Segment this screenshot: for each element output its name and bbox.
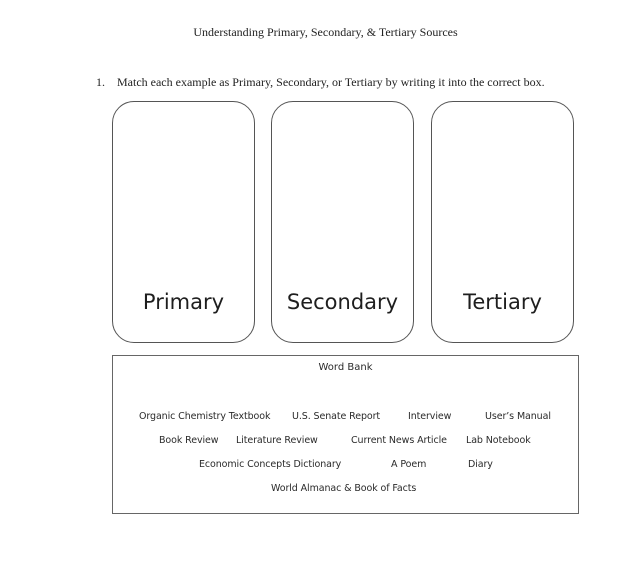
primary-label: Primary bbox=[142, 290, 225, 314]
secondary-label: Secondary bbox=[286, 290, 399, 314]
word-item: Organic Chemistry Textbook bbox=[139, 411, 271, 422]
question-1: 1. Match each example as Primary, Second… bbox=[96, 75, 545, 90]
word-item: World Almanac & Book of Facts bbox=[271, 483, 417, 494]
word-item: Economic Concepts Dictionary bbox=[199, 459, 342, 470]
word-item: U.S. Senate Report bbox=[292, 411, 381, 422]
word-item: Literature Review bbox=[236, 435, 318, 446]
word-bank-title: Word Bank bbox=[318, 362, 373, 373]
word-item: Interview bbox=[408, 411, 452, 422]
tertiary-label: Tertiary bbox=[463, 290, 542, 314]
word-item: Book Review bbox=[159, 435, 219, 446]
document-title: Understanding Primary, Secondary, & Tert… bbox=[193, 25, 458, 39]
word-item: Lab Notebook bbox=[466, 435, 531, 446]
word-item: A Poem bbox=[391, 459, 427, 470]
primary-answer-box[interactable]: Primary bbox=[112, 101, 255, 343]
secondary-answer-box[interactable]: Secondary bbox=[271, 101, 414, 343]
question-number: 1. bbox=[96, 75, 105, 89]
question-text: Match each example as Primary, Secondary… bbox=[117, 75, 545, 89]
word-bank: Word Bank Organic Chemistry Textbook U.S… bbox=[112, 355, 579, 514]
word-item: Diary bbox=[468, 459, 493, 470]
word-item: User’s Manual bbox=[485, 411, 551, 422]
tertiary-answer-box[interactable]: Tertiary bbox=[431, 101, 574, 343]
word-item: Current News Article bbox=[351, 435, 447, 446]
